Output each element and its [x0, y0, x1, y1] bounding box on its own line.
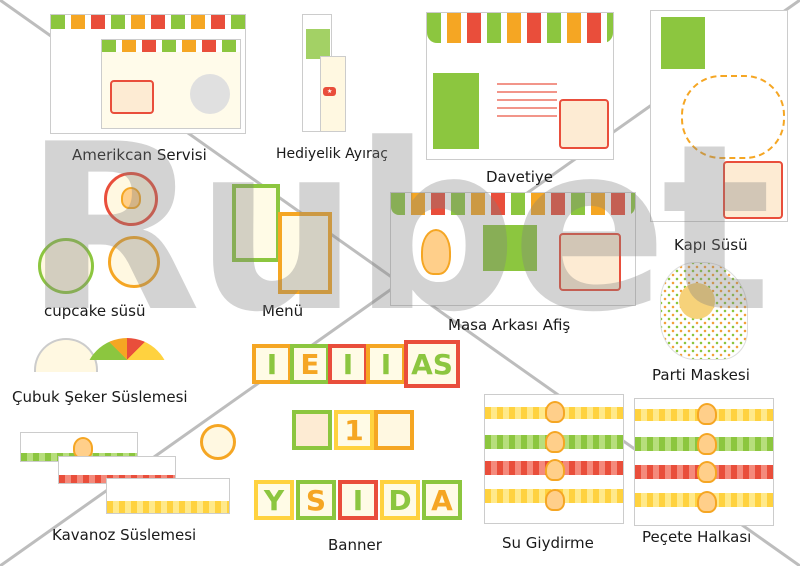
kid-icon — [697, 491, 717, 513]
kid-icon — [697, 461, 717, 483]
awning — [51, 15, 245, 29]
cart-icon — [559, 99, 609, 149]
banner-letter-2: E — [290, 344, 330, 384]
banner-tent-tile — [374, 410, 414, 450]
kid-icon — [697, 433, 717, 455]
parti-maskesi-image — [660, 262, 748, 360]
label-hediyelik-ayirac: Hediyelik Ayıraç — [276, 146, 388, 162]
amerikcan-servisi-image — [50, 14, 246, 134]
kid-icon — [545, 401, 565, 423]
kapi-susu-image — [650, 10, 788, 222]
masa-green-panel — [483, 225, 537, 271]
kavanoz-lid — [200, 424, 236, 460]
label-amerikcan-servisi: Amerikcan Servisi — [72, 146, 207, 164]
banner-letter-9: I — [338, 480, 378, 520]
kapi-cloud — [681, 75, 785, 159]
cart-icon — [110, 80, 154, 114]
banner-letter-5: AS — [404, 340, 460, 388]
kid-icon — [421, 229, 451, 275]
menu-card-2 — [278, 212, 332, 294]
label-masa-arkasi-afis: Masa Arkası Afiş — [448, 316, 571, 334]
kavanoz-strip-3 — [106, 478, 230, 514]
davetiye-awning — [427, 13, 613, 43]
banner-letter-11: A — [422, 480, 462, 520]
su-giydirme-image — [484, 394, 624, 524]
banner-cart-tile — [292, 410, 332, 450]
pecete-halkasi-image — [634, 398, 774, 526]
placemat-inner — [101, 39, 241, 129]
davetiye-green-panel — [433, 73, 479, 149]
banner-letter-3: I — [328, 344, 368, 384]
banner-letter-4: I — [366, 344, 406, 384]
label-cubuk-seker: Çubuk Şeker Süslemesi — [12, 388, 188, 406]
label-su-giydirme: Su Giydirme — [502, 534, 594, 552]
inner-awning — [102, 40, 240, 52]
label-parti-maskesi: Parti Maskesi — [652, 366, 750, 384]
ayrac-image-2: ★ — [320, 56, 346, 132]
cupcake-circle-1 — [104, 172, 158, 226]
masa-awning — [391, 193, 635, 215]
banner-letter-10: D — [380, 480, 420, 520]
kid-icon — [121, 187, 141, 209]
kid-icon — [545, 431, 565, 453]
banner-letter-1: I — [252, 344, 292, 384]
kid-icon — [697, 403, 717, 425]
kavanoz-band — [107, 501, 229, 513]
davetiye-image — [426, 12, 614, 160]
cupcake-circle-3 — [108, 236, 160, 288]
label-cupcake-susu: cupcake süsü — [44, 302, 146, 320]
cart-icon — [723, 161, 783, 219]
name-badge — [190, 74, 230, 114]
label-kapi-susu: Kapı Süsü — [674, 236, 748, 254]
cupcake-circle-2 — [38, 238, 94, 294]
label-kavanoz-suslemesi: Kavanoz Süslemesi — [52, 526, 197, 544]
banner-letter-8: S — [296, 480, 336, 520]
kapi-green-block — [661, 17, 705, 69]
banner-letter-7: Y — [254, 480, 294, 520]
label-pecete-halkasi: Peçete Halkası — [642, 528, 752, 546]
mask-swirl — [679, 283, 715, 319]
ayrac-green-block — [306, 29, 330, 59]
cart-icon — [559, 233, 621, 291]
masa-arkasi-image — [390, 192, 636, 306]
label-banner: Banner — [328, 536, 382, 554]
davetiye-text-block — [497, 77, 557, 117]
menu-card-1 — [232, 184, 280, 262]
kid-icon — [545, 489, 565, 511]
label-davetiye: Davetiye — [486, 168, 554, 186]
banner-letter-6: 1 — [334, 410, 374, 450]
label-menu: Menü — [262, 302, 304, 320]
kid-icon — [545, 459, 565, 481]
ayrac-tag: ★ — [323, 87, 337, 96]
